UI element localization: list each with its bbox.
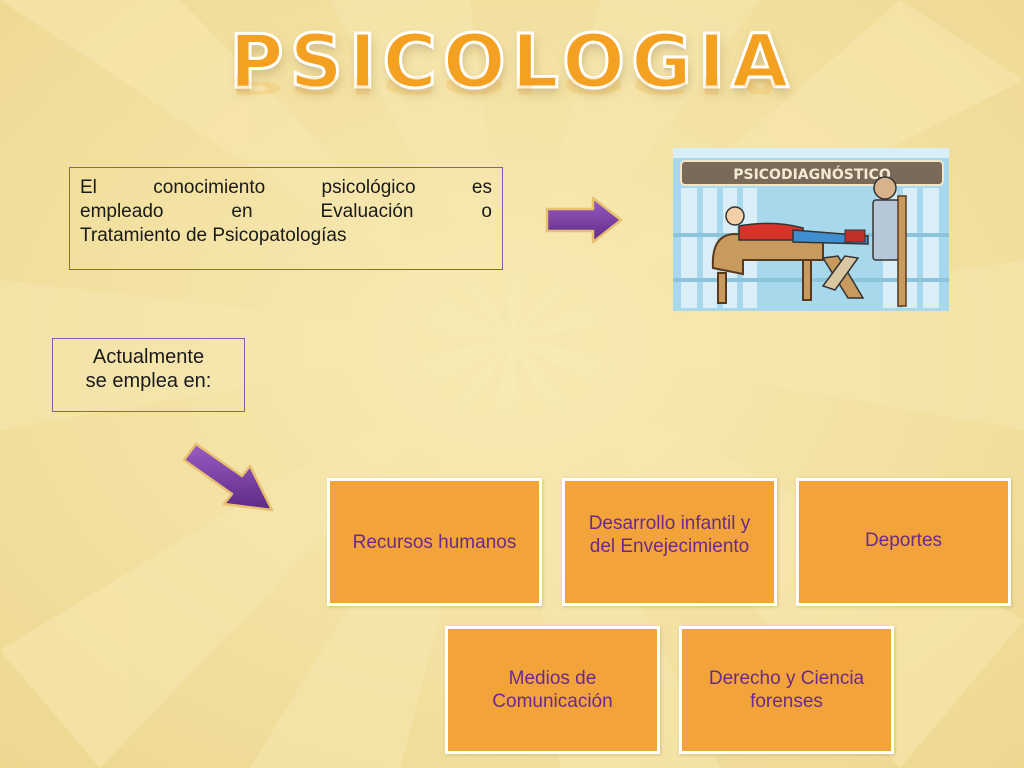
area-label-line-2: forenses [750, 691, 823, 712]
intro-line-1: El conocimiento psicológico es [80, 176, 492, 200]
right-arrow-icon [545, 196, 623, 244]
area-label: Desarrollo infantil y del Envejecimiento [589, 512, 751, 558]
psicodiagnostico-illustration: PSICODIAGNÓSTICO [673, 148, 949, 311]
image-sign: PSICODIAGNÓSTICO [733, 165, 891, 183]
area-label-line-1: Recursos humanos [352, 531, 517, 553]
intro-textbox: El conocimiento psicológico es empleado … [69, 167, 503, 270]
area-label-line-1: Medios de [508, 668, 597, 689]
area-label: Deportes [865, 529, 942, 552]
intro-word: empleado [80, 201, 164, 222]
intro-word: conocimiento [153, 177, 266, 198]
intro-word: Evaluación [320, 201, 414, 222]
page-title: PSICOLOGIA [228, 19, 795, 105]
area-box-recursos-humanos: Recursos humanos [327, 478, 542, 606]
area-label: Recursos humanos [353, 531, 517, 554]
area-label-line-2: Comunicación [492, 691, 613, 712]
intro-word: en [231, 201, 253, 222]
intro-word: El [80, 177, 97, 198]
area-box-deportes: Deportes [796, 478, 1011, 606]
page-title-reflection: PSICOLOGIA [229, 77, 795, 98]
area-label-line-1: Desarrollo infantil y [588, 513, 751, 534]
intro-line-2: empleado en Evaluación o [80, 200, 492, 224]
area-label: Derecho y Ciencia forenses [709, 667, 864, 713]
intro-line-3: Tratamiento de Psicopatologías [80, 225, 347, 246]
intro-word: es [471, 177, 492, 198]
area-box-derecho: Derecho y Ciencia forenses [679, 626, 894, 754]
area-box-medios: Medios de Comunicación [445, 626, 660, 754]
currently-line-2: se emplea en: [85, 370, 212, 392]
intro-word: o [481, 201, 492, 222]
area-label-line-1: Deportes [864, 529, 943, 551]
down-right-arrow-icon [182, 442, 274, 512]
area-label-line-2: del Envejecimiento [589, 536, 750, 557]
intro-word: psicológico [321, 177, 416, 198]
area-box-desarrollo: Desarrollo infantil y del Envejecimiento [562, 478, 777, 606]
currently-line-1: Actualmente [92, 346, 205, 368]
area-label-line-1: Derecho y Ciencia [708, 668, 865, 689]
area-label: Medios de Comunicación [492, 667, 612, 713]
currently-used-textbox: Actualmente se emplea en: [52, 338, 245, 412]
